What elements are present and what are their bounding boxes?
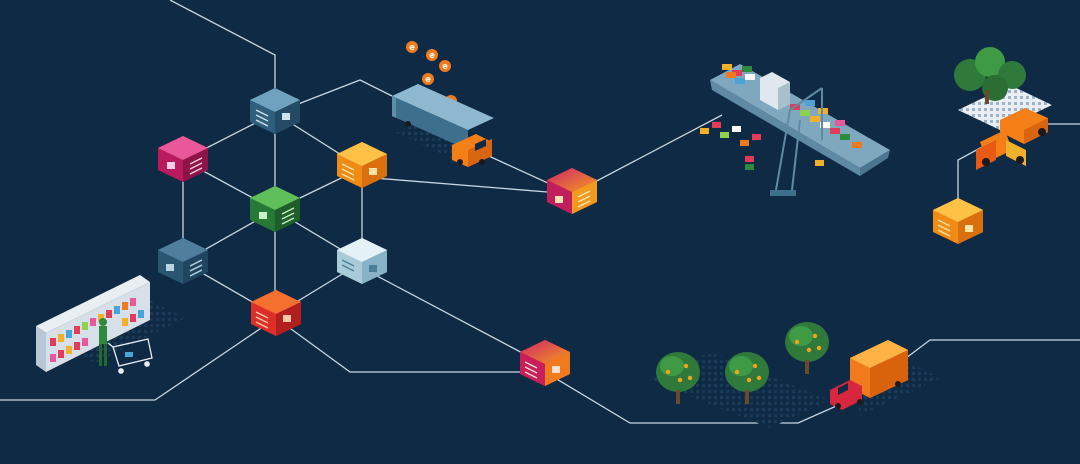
link-line <box>361 176 573 195</box>
tree-farm <box>954 47 1052 130</box>
lock-icon <box>283 315 291 322</box>
lock-icon <box>552 366 560 373</box>
link-line <box>0 317 277 401</box>
block-magenta <box>158 136 208 182</box>
lock-icon <box>167 162 175 169</box>
shelf-products <box>50 298 144 362</box>
orange-tree-icon <box>785 322 829 374</box>
svg-text:₴: ₴ <box>425 76 431 84</box>
crane <box>770 87 823 196</box>
link-line <box>275 317 545 373</box>
block-steel-left <box>158 238 208 284</box>
ship-containers <box>722 64 862 148</box>
lock-icon <box>965 225 973 232</box>
supermarket-shelf <box>36 275 185 374</box>
ship-bridge <box>760 72 790 110</box>
link-line <box>889 339 1080 371</box>
link-line <box>169 0 276 88</box>
block-far-right <box>933 198 983 244</box>
link-line <box>544 371 869 424</box>
lock-icon <box>259 212 267 219</box>
cart-icon <box>107 338 153 374</box>
lock-icon <box>282 113 290 120</box>
lock-icon <box>369 265 377 272</box>
lock-icon <box>369 168 377 175</box>
orange-tree-icon <box>725 352 769 404</box>
block-truck-link <box>547 168 597 214</box>
svg-text:₴: ₴ <box>429 52 435 60</box>
lock-icon <box>555 196 563 203</box>
link-line <box>361 267 546 366</box>
orange-truck <box>830 340 940 413</box>
link-line <box>479 114 723 195</box>
forklift <box>976 108 1048 170</box>
container-ship <box>700 64 890 176</box>
block-ice <box>337 238 387 284</box>
svg-text:₴: ₴ <box>442 63 448 71</box>
block-green-center <box>250 186 300 232</box>
block-orange-upper <box>337 142 387 188</box>
lock-icon <box>166 264 174 271</box>
block-red <box>251 290 301 336</box>
loose-containers <box>700 122 824 170</box>
block-bottom-link <box>520 340 570 386</box>
svg-text:₴: ₴ <box>409 44 415 52</box>
link-line <box>274 79 393 114</box>
block-top-steel <box>250 88 300 134</box>
orange-groves <box>650 322 830 428</box>
orange-tree-icon <box>656 352 700 404</box>
shopper-person <box>99 318 107 366</box>
delivery-truck <box>392 84 494 167</box>
